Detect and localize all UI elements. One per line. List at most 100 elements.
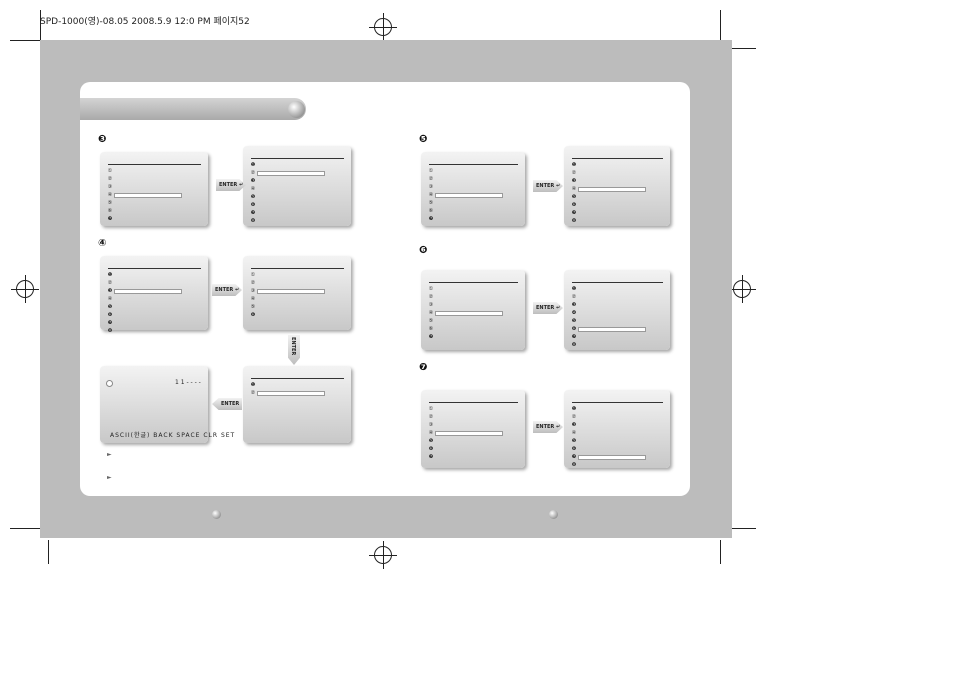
menu-row-number: ② xyxy=(571,170,577,176)
menu-row-number: ① xyxy=(428,286,434,292)
menu-row-number: ② xyxy=(107,280,113,286)
menu-row-number: ❻ xyxy=(250,202,256,208)
menu-row-number: ❺ xyxy=(571,194,577,200)
enter-label: ENTER xyxy=(536,183,555,189)
step-6: ❻ xyxy=(419,245,428,256)
menu-highlight-bar xyxy=(578,187,646,192)
crop-mark xyxy=(732,528,756,529)
menu-highlight-bar xyxy=(114,289,182,294)
enter-arrow: ENTER ↵ xyxy=(533,180,563,192)
menu-row-number: ❸ xyxy=(107,288,113,294)
menu-row-number: ② xyxy=(428,414,434,420)
menu-row-number: ② xyxy=(250,280,256,286)
menu-row-number: ⑤ xyxy=(428,318,434,324)
crop-mark xyxy=(10,40,40,41)
crop-mark xyxy=(720,540,721,564)
menu-row-number: ❺ xyxy=(107,304,113,310)
menu-row-number: ❼ xyxy=(571,454,577,460)
menu-row-number: ❽ xyxy=(571,342,577,348)
section-title-bar xyxy=(80,98,306,120)
enter-label: ENTER xyxy=(221,401,240,407)
menu-row-number: ⑤ xyxy=(250,304,256,310)
menu-highlight-bar xyxy=(435,311,503,316)
osd-keyboard-row: ASCII(한글) BACK SPACE CLR SET xyxy=(110,432,236,439)
menu-header-rule xyxy=(251,378,344,379)
crop-mark xyxy=(40,10,41,40)
menu-row-number: ① xyxy=(250,272,256,278)
page-ball-icon xyxy=(549,510,558,519)
menu-row-number: ② xyxy=(428,176,434,182)
menu-row-number: ❼ xyxy=(107,216,113,222)
menu-row-number: ② xyxy=(571,294,577,300)
menu-row-number: ④ xyxy=(428,192,434,198)
step-7: ❼ xyxy=(419,362,428,373)
menu-row-number: ❻ xyxy=(107,312,113,318)
menu-row-number: ❻ xyxy=(428,446,434,452)
menu-row-number: ❼ xyxy=(428,216,434,222)
menu-row-number: ❸ xyxy=(250,178,256,184)
enter-label: ENTER xyxy=(219,182,238,188)
menu-row-number: ❼ xyxy=(428,334,434,340)
osd-cursor-icon xyxy=(106,380,113,387)
menu-row-number: ⑤ xyxy=(428,200,434,206)
menu-row-number: ❼ xyxy=(107,320,113,326)
menu-row-number: ③ xyxy=(428,302,434,308)
menu-header-rule xyxy=(572,402,663,403)
menu-header-rule xyxy=(108,164,201,165)
menu-row-number: ③ xyxy=(428,422,434,428)
menu-row-number: ❹ xyxy=(571,310,577,316)
step-5: ❺ xyxy=(419,134,428,145)
menu-row-number: ❸ xyxy=(571,178,577,184)
menu-row-number: ⑥ xyxy=(107,208,113,214)
crop-mark xyxy=(10,528,40,529)
enter-label: ENTER xyxy=(536,305,555,311)
menu-row-number: ② xyxy=(107,176,113,182)
menu-row-number: ② xyxy=(428,294,434,300)
menu-row-number: ④ xyxy=(107,192,113,198)
menu-row-number: ❽ xyxy=(571,218,577,224)
enter-label: ENTER xyxy=(290,337,296,356)
menu-highlight-bar xyxy=(578,327,646,332)
crop-mark xyxy=(48,540,49,564)
menu-row-number: ④ xyxy=(571,186,577,192)
print-header: SPD-1000(영)-08.05 2008.5.9 12:0 PM 페이지52 xyxy=(40,17,250,27)
menu-highlight-bar xyxy=(578,455,646,460)
menu-row-number: ❺ xyxy=(428,438,434,444)
menu-row-number: ❶ xyxy=(250,382,256,388)
menu-row-number: ❼ xyxy=(428,454,434,460)
menu-header-rule xyxy=(429,282,518,283)
enter-arrow: ENTER ↵ xyxy=(533,421,563,433)
menu-row-number: ❶ xyxy=(571,286,577,292)
menu-row-number: ① xyxy=(428,168,434,174)
menu-row-number: ❼ xyxy=(250,210,256,216)
menu-row-number: ❻ xyxy=(571,446,577,452)
menu-highlight-bar xyxy=(257,289,325,294)
menu-highlight-bar xyxy=(257,171,325,176)
registration-mark-top xyxy=(369,13,397,41)
menu-row-number: ❼ xyxy=(571,210,577,216)
menu-header-rule xyxy=(251,268,344,269)
menu-row-number: ④ xyxy=(250,186,256,192)
menu-row-number: ④ xyxy=(107,296,113,302)
menu-row-number: ⑥ xyxy=(428,208,434,214)
menu-row-number: ⑥ xyxy=(428,326,434,332)
menu-row-number: ① xyxy=(428,406,434,412)
menu-row-number: ❺ xyxy=(571,318,577,324)
enter-arrow: ENTER ↵ xyxy=(533,302,563,314)
enter-arrow: ENTER ↵ xyxy=(212,284,242,296)
bullet-marker: ► xyxy=(107,451,112,458)
title-ball-icon xyxy=(288,101,305,118)
registration-mark-bottom xyxy=(369,541,397,569)
menu-header-rule xyxy=(572,282,663,283)
menu-row-number: ❻ xyxy=(571,326,577,332)
step-4: ④ xyxy=(98,238,107,249)
enter-arrow-down: ENTER xyxy=(288,335,300,365)
